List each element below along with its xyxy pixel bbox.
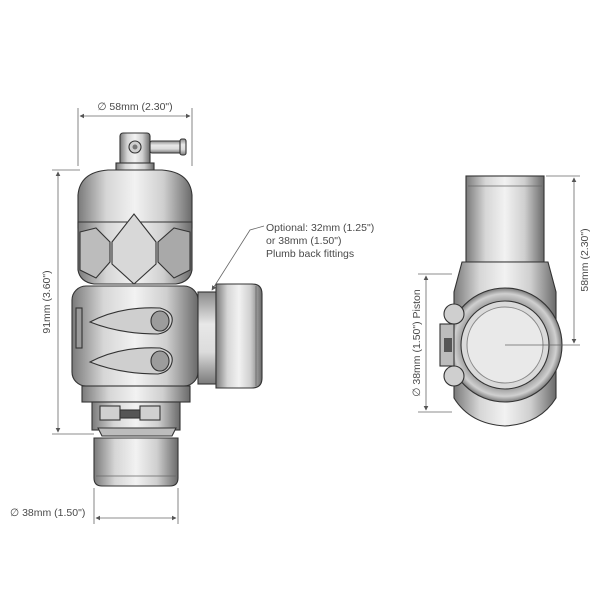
inlet-pipe (93, 437, 179, 487)
note-line-1: Optional: 32mm (1.25") (266, 222, 374, 234)
dim-height: 91mm (3.60") (41, 169, 94, 435)
dim-top-width: ∅ 58mm (2.30") (77, 101, 193, 166)
base-collar (81, 385, 191, 437)
height-label: 91mm (3.60") (41, 270, 53, 333)
side-height-label: 58mm (2.30") (579, 228, 591, 291)
front-view (71, 132, 263, 487)
dim-piston: ∅ 38mm (1.50") Piston (411, 273, 452, 413)
note-line-2: or 38mm (1.50") (266, 235, 342, 247)
plumb-back-note: Optional: 32mm (1.25") or 38mm (1.50") P… (211, 222, 374, 291)
top-width-label: ∅ 58mm (2.30") (97, 101, 172, 113)
dim-side-height: 58mm (2.30") (505, 175, 591, 346)
vacuum-nipple (115, 132, 187, 172)
bottom-diameter-label: ∅ 38mm (1.50") (10, 507, 85, 519)
top-cap (77, 169, 193, 285)
piston-label: ∅ 38mm (1.50") Piston (411, 289, 423, 397)
note-line-3: Plumb back fittings (266, 248, 354, 260)
main-body (71, 283, 263, 389)
side-view (439, 175, 563, 427)
dim-bottom-diameter: ∅ 38mm (1.50") (10, 488, 179, 524)
